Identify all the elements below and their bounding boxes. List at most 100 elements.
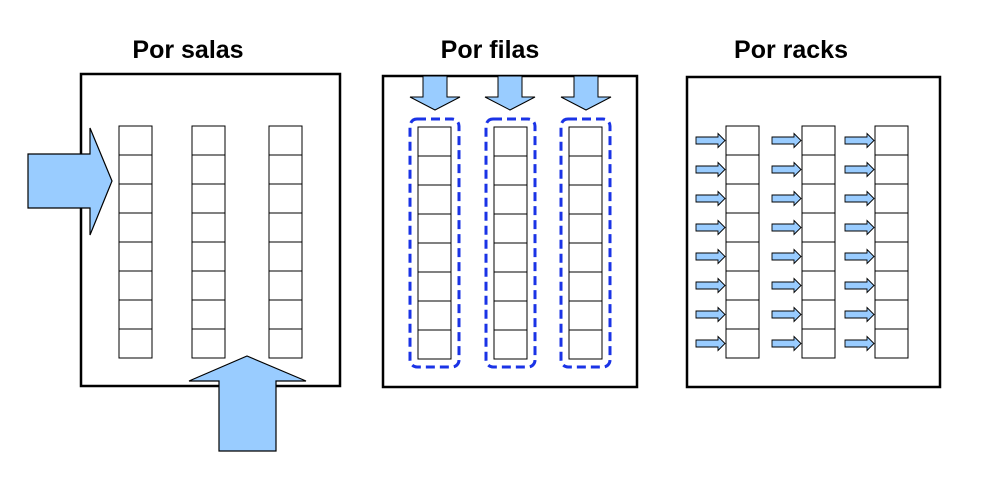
rack-unit bbox=[118, 328, 153, 359]
rack-unit bbox=[493, 271, 528, 302]
rack-unit bbox=[268, 328, 303, 359]
rack-unit bbox=[191, 125, 226, 156]
rack-airflow-arrow bbox=[771, 161, 802, 178]
rack-airflow-arrow bbox=[771, 277, 802, 294]
rack-unit bbox=[268, 212, 303, 243]
rack-unit bbox=[801, 154, 836, 185]
rack-unit bbox=[568, 329, 603, 360]
rack-unit bbox=[191, 299, 226, 330]
rack-airflow-arrow bbox=[844, 132, 875, 149]
rack-unit bbox=[268, 125, 303, 156]
rack-unit bbox=[417, 155, 452, 186]
rack-unit bbox=[874, 328, 909, 359]
rack-unit bbox=[493, 126, 528, 157]
rack-unit bbox=[493, 155, 528, 186]
rack-unit bbox=[268, 299, 303, 330]
rack-unit bbox=[568, 271, 603, 302]
row-containment-outline bbox=[484, 117, 537, 369]
rack-unit bbox=[874, 270, 909, 301]
rack-unit bbox=[417, 329, 452, 360]
rack-airflow-arrow bbox=[771, 219, 802, 236]
rack-unit bbox=[801, 270, 836, 301]
rack-unit bbox=[118, 270, 153, 301]
rack-airflow-arrow bbox=[844, 277, 875, 294]
rack-unit bbox=[874, 299, 909, 330]
rack-unit bbox=[725, 241, 760, 272]
rack-unit bbox=[118, 241, 153, 272]
rack-airflow-arrow bbox=[695, 190, 726, 207]
rack-airflow-arrow bbox=[695, 335, 726, 352]
rack-unit bbox=[268, 183, 303, 214]
rack-unit bbox=[568, 184, 603, 215]
rack-unit bbox=[568, 242, 603, 273]
rack-airflow-arrow bbox=[695, 248, 726, 265]
rack-unit bbox=[118, 183, 153, 214]
rack-unit bbox=[725, 270, 760, 301]
rack-unit bbox=[493, 242, 528, 273]
rack-unit bbox=[417, 184, 452, 215]
rack-airflow-arrow bbox=[695, 277, 726, 294]
rack-unit bbox=[191, 183, 226, 214]
rack-unit bbox=[725, 212, 760, 243]
rack-unit bbox=[874, 154, 909, 185]
room-airflow-arrow-bottom bbox=[188, 355, 307, 452]
rack-airflow-arrow bbox=[695, 219, 726, 236]
rack-unit bbox=[417, 271, 452, 302]
rack-unit bbox=[874, 125, 909, 156]
rack-unit bbox=[268, 270, 303, 301]
rack-airflow-arrow bbox=[844, 219, 875, 236]
rack-unit bbox=[801, 328, 836, 359]
rack-airflow-arrow bbox=[844, 161, 875, 178]
rack-unit bbox=[493, 329, 528, 360]
rack-unit bbox=[417, 300, 452, 331]
panel-title-rooms: Por salas bbox=[132, 36, 244, 64]
rack-unit bbox=[268, 154, 303, 185]
rack-unit bbox=[191, 154, 226, 185]
rack-unit bbox=[191, 212, 226, 243]
rack-unit bbox=[191, 270, 226, 301]
rack-unit bbox=[801, 241, 836, 272]
rack-unit bbox=[874, 241, 909, 272]
room-airflow-arrow-left bbox=[27, 127, 113, 236]
rack-unit bbox=[191, 328, 226, 359]
rack-airflow-arrow bbox=[771, 132, 802, 149]
rack-unit bbox=[568, 300, 603, 331]
rack-airflow-arrows bbox=[695, 132, 875, 352]
rack-group bbox=[118, 125, 909, 360]
rack-airflow-arrow bbox=[844, 248, 875, 265]
rack-unit bbox=[417, 242, 452, 273]
rack-airflow-arrow bbox=[844, 190, 875, 207]
row-containment-outline bbox=[408, 117, 461, 369]
rack-unit bbox=[118, 299, 153, 330]
rack-unit bbox=[801, 183, 836, 214]
rack-unit bbox=[493, 300, 528, 331]
rack-unit bbox=[417, 126, 452, 157]
rack-unit bbox=[801, 299, 836, 330]
rack-unit bbox=[874, 212, 909, 243]
rack-unit bbox=[493, 213, 528, 244]
rack-unit bbox=[417, 213, 452, 244]
panel-title-rows: Por filas bbox=[440, 36, 540, 64]
rack-unit bbox=[725, 125, 760, 156]
rack-unit bbox=[725, 328, 760, 359]
rack-unit bbox=[725, 183, 760, 214]
row-airflow-arrow-2 bbox=[484, 75, 536, 111]
rack-unit bbox=[725, 299, 760, 330]
panel-frame-rooms bbox=[79, 72, 342, 388]
panel-title-racks: Por racks bbox=[734, 36, 848, 64]
rack-unit bbox=[118, 125, 153, 156]
row-containment-outline bbox=[559, 117, 612, 369]
rack-unit bbox=[118, 212, 153, 243]
row-airflow-arrow-3 bbox=[560, 75, 612, 111]
rack-unit bbox=[268, 241, 303, 272]
rack-airflow-arrow bbox=[844, 335, 875, 352]
rack-airflow-arrow bbox=[771, 248, 802, 265]
rack-airflow-arrow bbox=[695, 306, 726, 323]
rack-airflow-arrow bbox=[771, 335, 802, 352]
rack-unit bbox=[801, 125, 836, 156]
rack-airflow-arrow bbox=[771, 306, 802, 323]
rack-unit bbox=[725, 154, 760, 185]
rack-airflow-arrow bbox=[695, 161, 726, 178]
row-airflow-arrow-1 bbox=[409, 75, 461, 111]
row-containment-group bbox=[408, 117, 612, 369]
